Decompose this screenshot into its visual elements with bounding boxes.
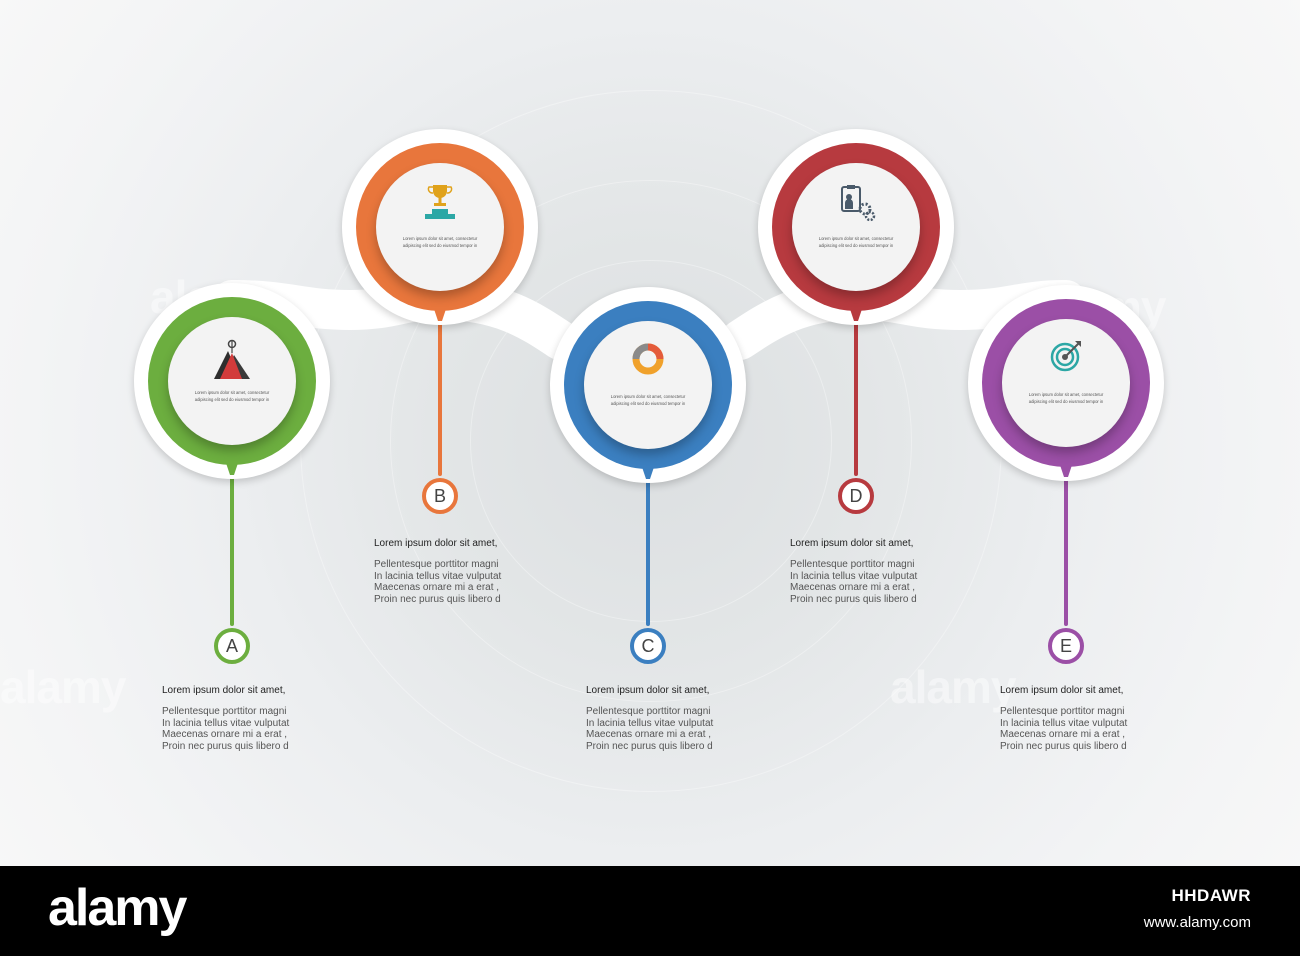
donut-chart-icon bbox=[630, 341, 666, 382]
node-inner-circle: Lorem ipsum dolor sit amet, consectetur a… bbox=[1002, 319, 1130, 447]
trophy-podium-icon bbox=[423, 183, 457, 226]
step-body-line: Proin nec purus quis libero d bbox=[1000, 740, 1127, 752]
step-heading: Lorem ipsum dolor sit amet, bbox=[1000, 685, 1124, 696]
connector-line bbox=[438, 314, 442, 476]
step-letter-badge: B bbox=[422, 478, 458, 514]
node-inner-circle: Lorem ipsum dolor sit amet, consectetur a… bbox=[584, 321, 712, 449]
step-body-line: Maecenas ornare mi a erat , bbox=[374, 582, 500, 593]
step-letter-badge: D bbox=[838, 478, 874, 514]
node-inner-circle: Lorem ipsum dolor sit amet, consectetur a… bbox=[792, 163, 920, 291]
node-caption-line: Lorem ipsum dolor sit amet, consectetur bbox=[402, 236, 478, 241]
step-description: Lorem ipsum dolor sit amet, Pellentesque … bbox=[374, 538, 524, 605]
node-caption-line: adipiscing elit sed do eiusmod tempor in bbox=[402, 243, 478, 248]
step-heading: Lorem ipsum dolor sit amet, bbox=[790, 538, 914, 549]
node-caption-line: adipiscing elit sed do eiusmod tempor in bbox=[818, 243, 894, 248]
step-heading: Lorem ipsum dolor sit amet, bbox=[374, 538, 498, 549]
watermark: alamy bbox=[0, 661, 126, 713]
node-caption-line: adipiscing elit sed do eiusmod tempor in bbox=[194, 397, 270, 402]
node-caption-line: adipiscing elit sed do eiusmod tempor in bbox=[1028, 399, 1104, 404]
step-letter-badge: E bbox=[1048, 628, 1084, 664]
step-body-line: Pellentesque porttitor magni bbox=[586, 706, 711, 717]
node-caption-line: Lorem ipsum dolor sit amet, consectetur bbox=[610, 394, 686, 399]
step-body-line: Proin nec purus quis libero d bbox=[790, 593, 917, 605]
node-inner-circle: Lorem ipsum dolor sit amet, consectetur a… bbox=[376, 163, 504, 291]
connector-line bbox=[1064, 470, 1068, 626]
step-letter-badge: A bbox=[214, 628, 250, 664]
presenter-gears-icon bbox=[836, 183, 876, 228]
step-body-line: In lacinia tellus vitae vulputat bbox=[1000, 717, 1128, 729]
mountain-peak-icon bbox=[210, 337, 254, 386]
step-body-line: Pellentesque porttitor magni bbox=[790, 559, 915, 570]
step-body-line: Pellentesque porttitor magni bbox=[374, 559, 499, 570]
step-description: Lorem ipsum dolor sit amet, Pellentesque … bbox=[790, 538, 940, 605]
step-body-line: In lacinia tellus vitae vulputat bbox=[586, 717, 714, 729]
footer-url: www.alamy.com bbox=[1143, 914, 1251, 931]
step-body-line: Maecenas ornare mi a erat , bbox=[1000, 729, 1126, 740]
footer-bar: alamy HHDAWR www.alamy.com bbox=[0, 866, 1300, 956]
step-body-line: Pellentesque porttitor magni bbox=[1000, 706, 1125, 717]
connector-line bbox=[854, 314, 858, 476]
step-body-line: Proin nec purus quis libero d bbox=[586, 740, 713, 752]
step-body-line: Pellentesque porttitor magni bbox=[162, 706, 287, 717]
step-body-line: In lacinia tellus vitae vulputat bbox=[374, 570, 502, 582]
step-description: Lorem ipsum dolor sit amet, Pellentesque … bbox=[586, 685, 736, 752]
node-caption-line: Lorem ipsum dolor sit amet, consectetur bbox=[818, 236, 894, 241]
watermark: alamy bbox=[890, 661, 1016, 713]
node-caption-line: adipiscing elit sed do eiusmod tempor in bbox=[610, 401, 686, 406]
step-body-line: In lacinia tellus vitae vulputat bbox=[790, 570, 918, 582]
node-caption-line: Lorem ipsum dolor sit amet, consectetur bbox=[194, 390, 270, 395]
step-body-line: Proin nec purus quis libero d bbox=[374, 593, 501, 605]
step-body-line: In lacinia tellus vitae vulputat bbox=[162, 717, 290, 729]
step-body-line: Maecenas ornare mi a erat , bbox=[162, 729, 288, 740]
node-inner-circle: Lorem ipsum dolor sit amet, consectetur a… bbox=[168, 317, 296, 445]
step-body-line: Proin nec purus quis libero d bbox=[162, 740, 289, 752]
target-dart-icon bbox=[1049, 339, 1083, 378]
step-description: Lorem ipsum dolor sit amet, Pellentesque … bbox=[1000, 685, 1150, 752]
step-body-line: Maecenas ornare mi a erat , bbox=[790, 582, 916, 593]
step-heading: Lorem ipsum dolor sit amet, bbox=[586, 685, 710, 696]
connector-line bbox=[646, 472, 650, 626]
step-letter-badge: C bbox=[630, 628, 666, 664]
connector-line bbox=[230, 468, 234, 626]
image-id: HHDAWR bbox=[1171, 886, 1251, 905]
infographic-canvas: alamy alamy alamy alamy alamy Lorem ipsu… bbox=[0, 0, 1300, 866]
step-heading: Lorem ipsum dolor sit amet, bbox=[162, 685, 286, 696]
node-caption-line: Lorem ipsum dolor sit amet, consectetur bbox=[1028, 392, 1104, 397]
step-body-line: Maecenas ornare mi a erat , bbox=[586, 729, 712, 740]
footer-logo: alamy bbox=[48, 879, 187, 937]
step-description: Lorem ipsum dolor sit amet, Pellentesque … bbox=[162, 685, 312, 752]
